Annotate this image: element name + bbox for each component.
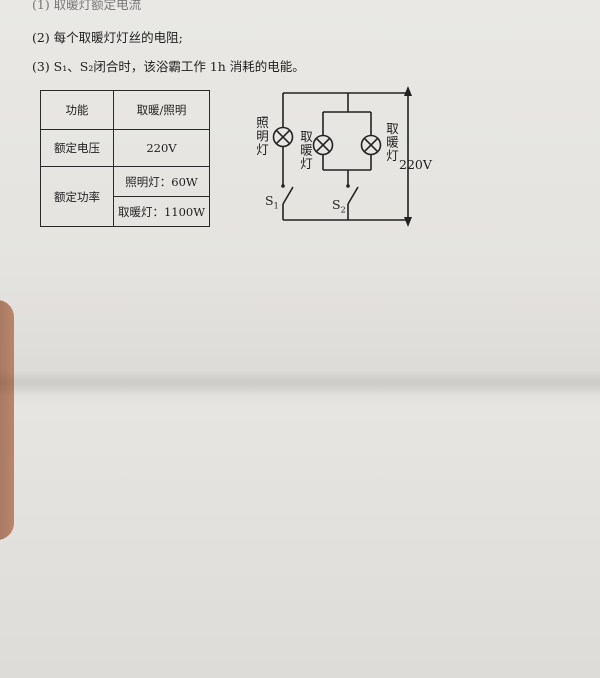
question-line-1: (1) 取暖灯额定电流 bbox=[32, 0, 142, 12]
spec-table: 功能 取暖/照明 额定电压 220V 额定功率 照明灯：60W 取暖灯：1100… bbox=[40, 90, 210, 227]
switch-s2-contact bbox=[346, 184, 350, 188]
lighting-lamp-label: 照明灯 bbox=[254, 116, 269, 157]
voltage-label: 220V bbox=[399, 157, 432, 172]
heating-lamp-2-icon bbox=[360, 134, 382, 156]
heating-lamp-2-label: 取暖灯 bbox=[384, 122, 399, 163]
switch-s2-blade bbox=[347, 186, 359, 205]
lighting-lamp-icon bbox=[272, 126, 294, 148]
paper-fold bbox=[0, 370, 600, 396]
spec-power-heat: 取暖灯：1100W bbox=[113, 196, 210, 227]
switch-s1-label: S1 bbox=[265, 193, 279, 211]
finger-shadow bbox=[0, 300, 14, 540]
voltage-arrow-bottom bbox=[404, 217, 412, 227]
question-line-3: (3) S₁、S₂闭合时，该浴霸工作 1h 消耗的电能。 bbox=[32, 59, 305, 74]
switch-s1-contact bbox=[281, 184, 285, 188]
heating-lamp-1-icon bbox=[312, 134, 334, 156]
heating-lamp-1-label: 取暖灯 bbox=[298, 130, 313, 171]
voltage-arrow-top bbox=[404, 86, 412, 96]
switch-s1-blade bbox=[282, 186, 294, 205]
spec-power-label: 额定功率 bbox=[40, 166, 114, 227]
question-line-2: (2) 每个取暖灯灯丝的电阻; bbox=[32, 30, 183, 45]
spec-voltage-label: 额定电压 bbox=[40, 129, 114, 167]
switch-s2-label: S2 bbox=[332, 197, 346, 215]
spec-power-light: 照明灯：60W bbox=[113, 166, 210, 197]
spec-voltage-value: 220V bbox=[113, 129, 210, 167]
